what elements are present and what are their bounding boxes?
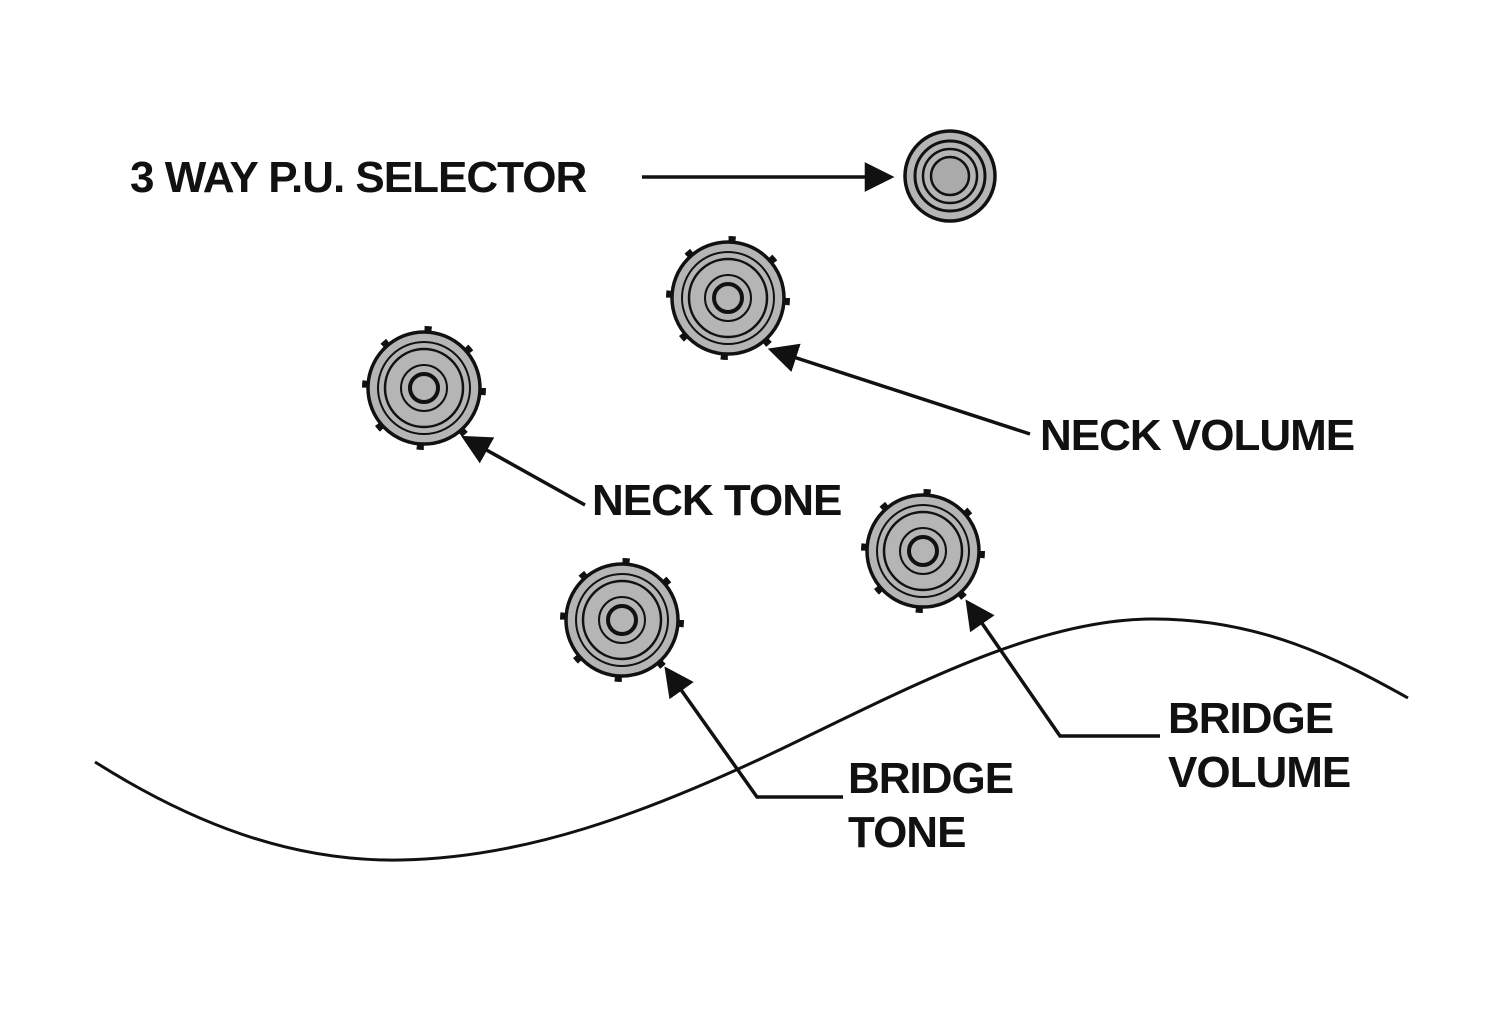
- bridge-tone-label-line1: BRIDGE: [848, 754, 1013, 803]
- bridge-tone-label: BRIDGE TONE: [848, 754, 1014, 857]
- neck-volume-knob-icon: [666, 236, 790, 360]
- pickup-selector-knob-icon: [903, 129, 997, 223]
- neck-tone-arrow: [461, 435, 586, 507]
- neck-volume-label: NECK VOLUME: [1040, 411, 1354, 460]
- neck-tone-label: NECK TONE: [592, 476, 841, 525]
- bridge-volume-knob-icon: [861, 489, 985, 613]
- bridge-volume-label-line2: VOLUME: [1168, 748, 1350, 797]
- bridge-tone-label-line2: TONE: [848, 808, 965, 857]
- bridge-tone-knob-icon: [560, 558, 684, 682]
- bridge-volume-label: BRIDGE VOLUME: [1168, 694, 1351, 797]
- guitar-body-outline: [94, 617, 1409, 862]
- bridge-volume-label-line1: BRIDGE: [1168, 694, 1333, 743]
- neck-tone-knob-icon: [362, 326, 486, 450]
- neck-volume-arrow: [767, 343, 1031, 436]
- bridge-volume-arrow: [965, 599, 1160, 738]
- selector-label: 3 WAY P.U. SELECTOR: [130, 153, 586, 202]
- bridge-tone-arrow: [664, 666, 843, 799]
